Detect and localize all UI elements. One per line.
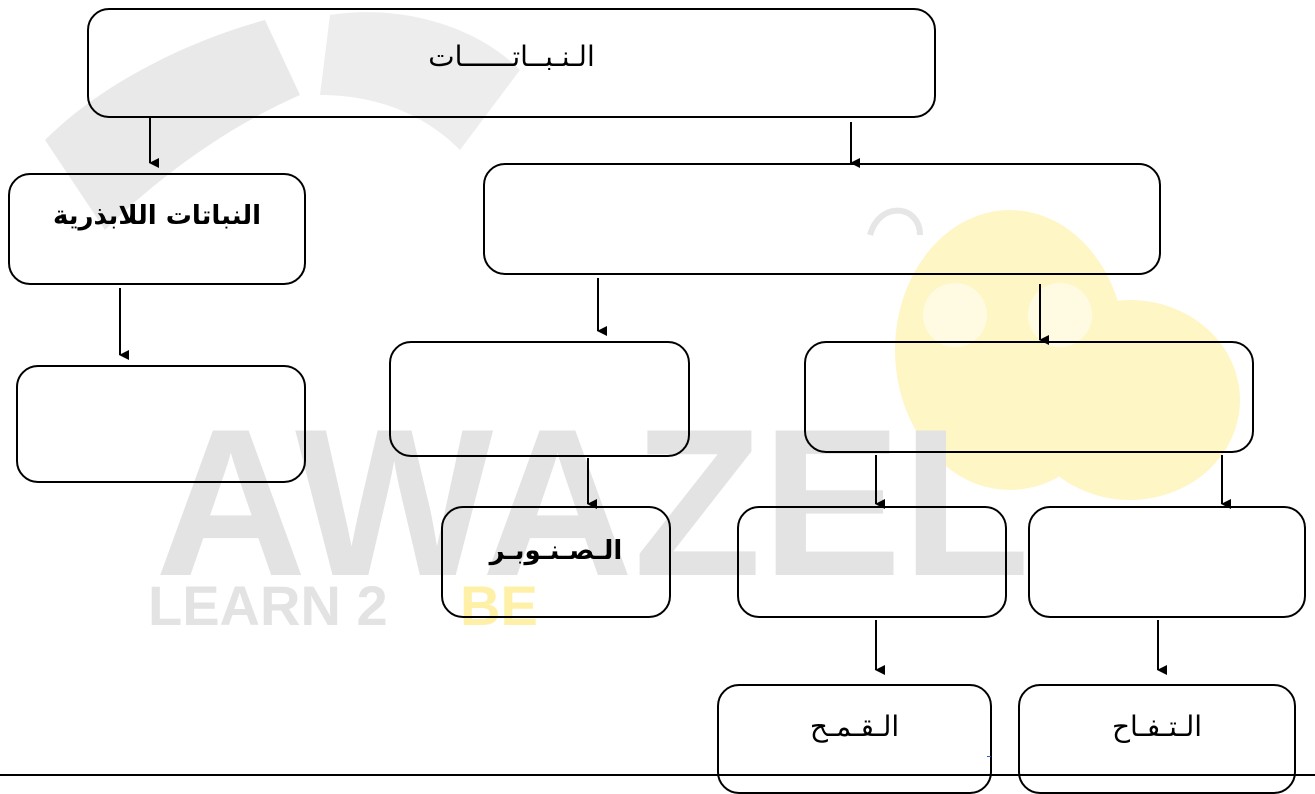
- dicot-node: [1028, 506, 1306, 618]
- apple-node: الـتـفـاح: [1018, 684, 1296, 794]
- monocot-node: [737, 506, 1007, 618]
- page-bottom-border: [0, 774, 1315, 776]
- seedless-plants-node: النباتات اللابذرية: [8, 173, 306, 285]
- root-node-label: الـنـبــاتــــــات: [428, 40, 595, 73]
- wheat-node: الـقـمـح: [717, 684, 992, 794]
- angiosperms-node: [804, 341, 1254, 453]
- watermark-tagline-a: LEARN 2: [148, 574, 388, 637]
- root-node: الـنـبــاتــــــات: [87, 8, 936, 118]
- text-cursor-mark: [987, 736, 991, 757]
- seedless-plants-label: النباتات اللابذرية: [52, 201, 262, 231]
- seed-plants-node: [483, 163, 1161, 275]
- wheat-label: الـقـمـح: [809, 710, 900, 743]
- pine-node: الـصـنـوبـر: [441, 506, 671, 618]
- gymnosperms-node: [389, 341, 690, 457]
- apple-label: الـتـفـاح: [1111, 710, 1203, 743]
- seedless-child-node: [16, 365, 306, 483]
- pine-label: الـصـنـوبـر: [489, 536, 623, 566]
